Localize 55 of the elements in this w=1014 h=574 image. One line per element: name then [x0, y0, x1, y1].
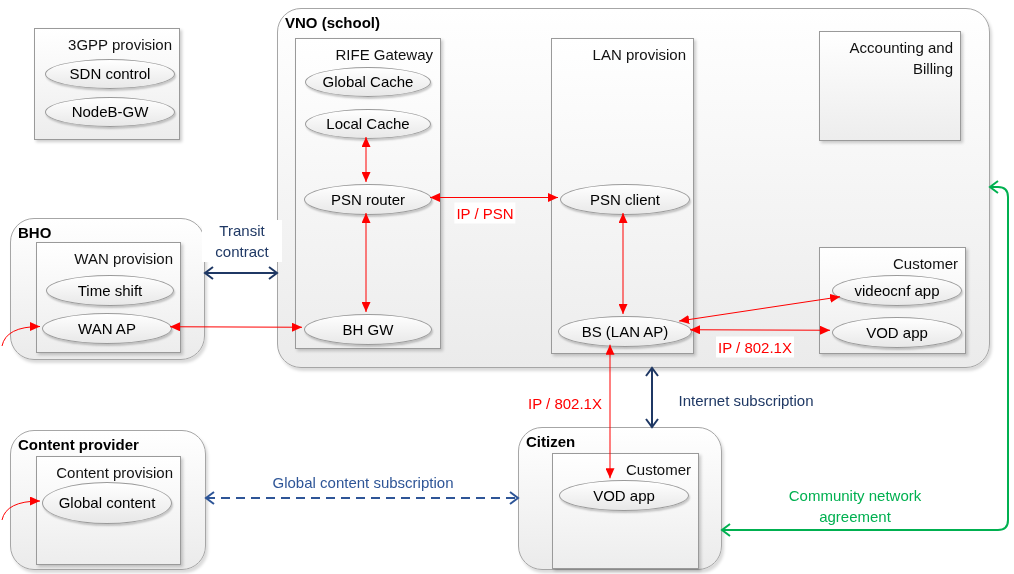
provision-box	[295, 38, 441, 349]
function-ellipse: WAN AP	[42, 313, 172, 344]
function-ellipse: VOD app	[559, 480, 689, 511]
connector-arrow	[618, 212, 628, 315]
function-ellipse: BH GW	[304, 314, 432, 345]
provision-box	[819, 31, 961, 141]
function-ellipse: SDN control	[45, 59, 175, 89]
provision-box	[36, 456, 181, 565]
connector-arrow	[605, 344, 615, 479]
connector-arrow	[205, 491, 519, 505]
connector-arrow	[361, 212, 371, 313]
provision-box	[36, 242, 181, 353]
box-heading: Content provision	[56, 463, 173, 483]
function-ellipse: NodeB-GW	[45, 97, 175, 127]
function-ellipse: BS (LAN AP)	[558, 316, 692, 347]
edge-label: IP / 802.1X	[716, 336, 794, 358]
organization-panel	[518, 427, 722, 570]
function-ellipse: PSN router	[304, 184, 432, 215]
organization-panel	[277, 8, 990, 368]
box-heading: Content provider	[18, 436, 139, 454]
provision-box	[819, 247, 966, 354]
provision-box	[551, 38, 694, 354]
connector-arrow	[429, 193, 559, 202]
box-heading: BHO	[18, 224, 52, 242]
function-ellipse: PSN client	[560, 184, 690, 215]
connector-arrow	[1, 496, 41, 521]
connector-arrow	[361, 136, 371, 183]
box-heading: VNO (school)	[285, 14, 380, 32]
organization-panel	[10, 218, 205, 360]
box-heading: LAN provision	[592, 45, 686, 65]
box-heading: Customer	[625, 460, 691, 480]
function-ellipse: Local Cache	[305, 109, 431, 139]
function-ellipse: Global content	[42, 482, 172, 524]
provision-box	[34, 28, 180, 140]
connector-arrow	[689, 325, 831, 335]
box-heading: Accounting and Billing	[848, 38, 953, 79]
box-heading: Citizen	[526, 433, 576, 451]
function-ellipse: Time shift	[46, 275, 174, 306]
box-heading: RIFE Gateway	[335, 45, 433, 65]
connector-arrow	[169, 322, 303, 332]
connector-arrow	[721, 180, 1009, 537]
provision-box	[552, 453, 699, 569]
function-ellipse: videocnf app	[832, 275, 962, 306]
function-ellipse: VOD app	[832, 317, 962, 348]
connector-arrow	[678, 293, 841, 324]
box-heading: Customer	[892, 254, 958, 274]
box-heading: WAN provision	[74, 249, 173, 269]
connector-arrow	[204, 266, 278, 280]
organization-panel	[10, 430, 206, 570]
connector-arrow	[645, 367, 659, 428]
edge-label: Transit contract	[202, 220, 282, 262]
box-heading: 3GPP provision	[68, 35, 172, 55]
edge-label: IP / PSN	[454, 202, 516, 224]
connector-arrow	[1, 322, 41, 347]
function-ellipse: Global Cache	[305, 67, 431, 97]
